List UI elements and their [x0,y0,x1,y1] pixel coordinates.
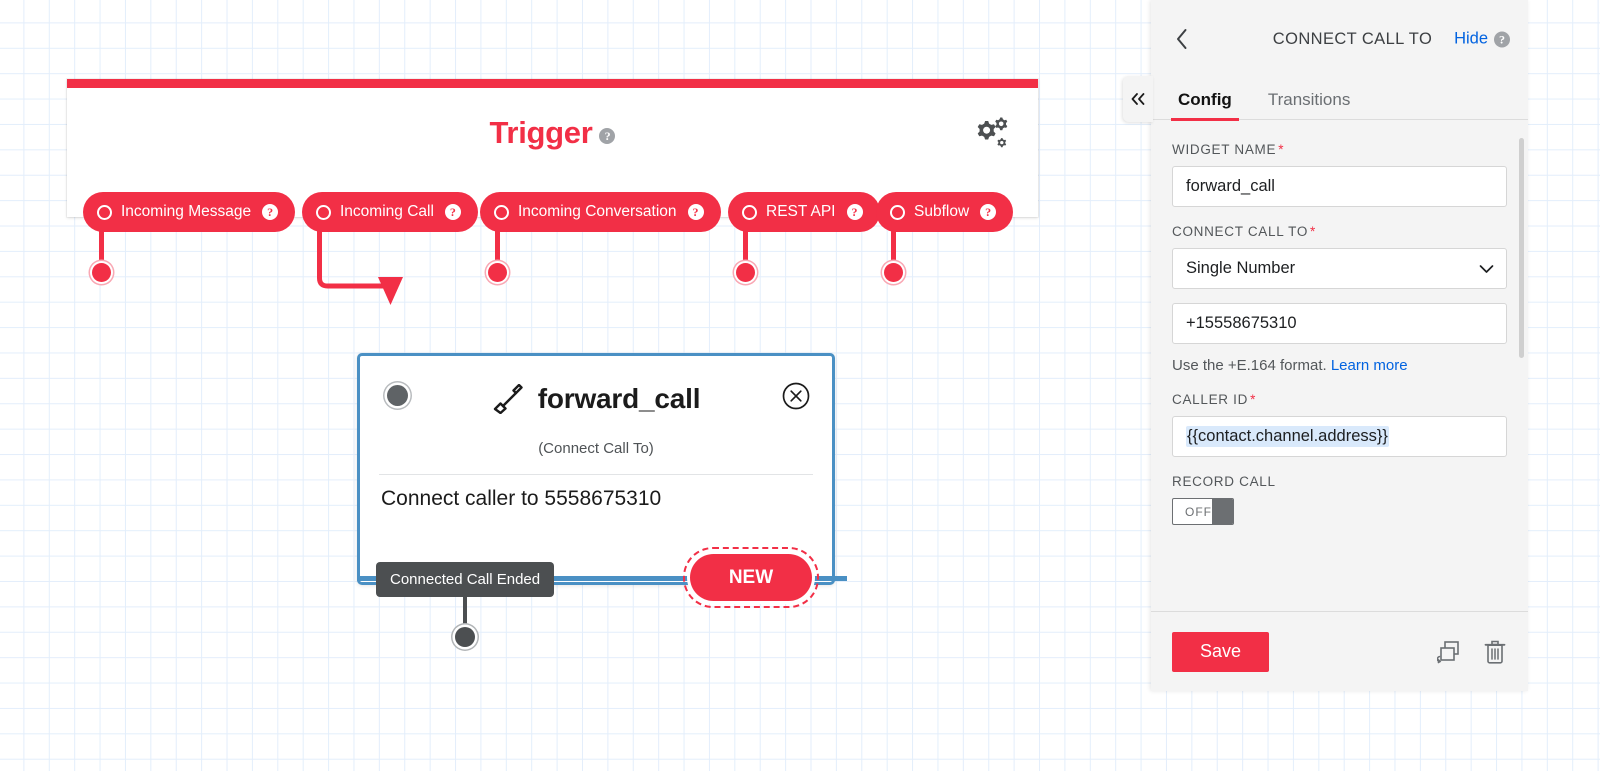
helper-text-body: Use the +E.164 format. [1172,357,1327,374]
radio-circle-icon [890,204,905,220]
widget-body-text: Connect caller to 5558675310 [381,487,662,510]
panel-header: CONNECT CALL TO Hide ? [1151,0,1528,78]
required-asterisk: * [1310,224,1317,239]
connect-call-to-field-label: CONNECT CALL TO* [1172,224,1507,239]
help-icon[interactable]: ? [846,204,863,220]
trigger-title: Trigger? [67,112,1038,151]
panel-collapse-button[interactable] [1123,76,1153,122]
learn-more-link[interactable]: Learn more [1330,357,1408,374]
widget-transition-rail [357,576,847,581]
trigger-pill-row: Incoming Message ? Incoming Call ? Incom… [67,192,1038,232]
trigger-pill-incoming-conversation[interactable]: Incoming Conversation ? [480,192,721,232]
panel-scrollbar-thumb[interactable] [1519,138,1524,358]
transition-chip-connected-call-ended[interactable]: Connected Call Ended [376,562,555,597]
toggle-knob [1212,499,1233,524]
connect-call-to-label-text: CONNECT CALL TO [1172,224,1309,239]
trigger-pill-incoming-message[interactable]: Incoming Message ? [83,192,296,232]
radio-circle-icon [742,204,757,220]
trigger-pill-incoming-call[interactable]: Incoming Call ? [302,192,478,232]
radio-circle-icon [316,204,331,220]
phone-number-input[interactable]: +15558675310 [1172,303,1507,344]
phone-handset-icon [493,384,523,414]
double-chevron-left-icon [1131,93,1145,105]
new-transition-button[interactable]: NEW [683,547,819,608]
tab-config[interactable]: Config [1171,90,1239,121]
connect-call-to-value: Single Number [1186,259,1296,277]
connector-endpoint-subflow[interactable] [884,263,903,282]
widget-divider [379,474,813,475]
help-icon[interactable]: ? [687,204,704,220]
chevron-down-icon [1479,264,1494,273]
chevron-left-icon [1177,29,1187,49]
panel-form-scroll-area[interactable]: WIDGET NAME* forward_call CONNECT CALL T… [1151,120,1528,611]
required-asterisk: * [1278,142,1285,157]
trigger-pill-label: Subflow [914,203,970,220]
caller-id-value: {{contact.channel.address}} [1186,426,1389,447]
connector-stem-subflow [891,203,896,267]
connector-endpoint-incoming-conversation[interactable] [488,263,507,282]
widget-card-forward-call[interactable]: forward_call (Connect Call To) Connect c… [357,353,835,585]
help-icon[interactable]: ? [1494,31,1510,47]
help-icon[interactable]: ? [262,204,279,220]
trigger-pill-label: Incoming Call [340,203,434,220]
caller-id-label-text: CALLER ID [1172,392,1249,407]
panel-scrollbar-track[interactable] [1519,120,1526,611]
trash-icon[interactable] [1483,639,1507,665]
widget-config-panel: CONNECT CALL TO Hide ? Config Transition… [1151,0,1528,691]
trigger-pill-rest-api[interactable]: REST API ? [728,192,880,232]
radio-circle-icon [494,204,509,220]
help-icon[interactable]: ? [980,204,997,220]
record-call-field-label: RECORD CALL [1172,474,1276,489]
close-circle-icon[interactable] [782,382,810,410]
connector-endpoint-rest-api[interactable] [736,263,755,282]
connector-stem-incoming-message [99,203,104,267]
connector-endpoint-incoming-message[interactable] [92,263,111,282]
phone-number-helper-text: Use the +E.164 format. Learn more [1172,357,1507,374]
panel-footer: Save [1151,611,1528,691]
trigger-pill-label: REST API [766,203,836,220]
duplicate-icon[interactable] [1437,639,1461,665]
caller-id-field-label: CALLER ID* [1172,392,1507,407]
widget-subtitle: (Connect Call To) [538,440,654,457]
tab-transitions[interactable]: Transitions [1267,90,1351,109]
radio-circle-icon [97,204,112,220]
transition-connector-line [463,592,467,639]
widget-name-input[interactable]: forward_call [1172,166,1507,207]
connect-call-to-select[interactable]: Single Number [1172,248,1507,289]
save-button[interactable]: Save [1172,631,1270,672]
caller-id-input[interactable]: {{contact.channel.address}} [1172,416,1507,457]
trigger-panel: Trigger? Incoming Message ? Incoming Cal… [67,79,1038,232]
trigger-pill-label: Incoming Conversation [518,203,677,220]
connector-stem-rest-api [743,203,748,267]
panel-hide-group: Hide ? [1454,30,1510,49]
widget-input-connector[interactable] [387,385,408,406]
panel-hide-button[interactable]: Hide [1454,29,1488,48]
help-icon[interactable]: ? [599,128,616,144]
panel-footer-actions [1437,639,1507,665]
panel-back-button[interactable] [1169,26,1195,52]
panel-title: CONNECT CALL TO [1272,29,1433,48]
required-asterisk: * [1250,392,1257,407]
panel-tabs: Config Transitions [1151,78,1528,121]
gears-icon[interactable] [971,116,1011,152]
transition-connector-endpoint[interactable] [455,627,475,647]
record-call-toggle[interactable]: OFF [1172,498,1234,525]
widget-name-label: forward_call [537,383,701,414]
connector-stem-incoming-conversation [495,203,500,267]
widget-name-label-text: WIDGET NAME [1172,142,1277,157]
trigger-title-text: Trigger [489,115,593,150]
connector-incoming-call-to-forward-call [317,205,403,305]
help-icon[interactable]: ? [444,204,461,220]
widget-name-field-label: WIDGET NAME* [1172,142,1507,157]
trigger-pill-subflow[interactable]: Subflow ? [876,192,1014,232]
record-call-toggle-state: OFF [1185,504,1212,519]
widget-header: forward_call [360,382,832,416]
trigger-pill-label: Incoming Message [121,203,252,220]
